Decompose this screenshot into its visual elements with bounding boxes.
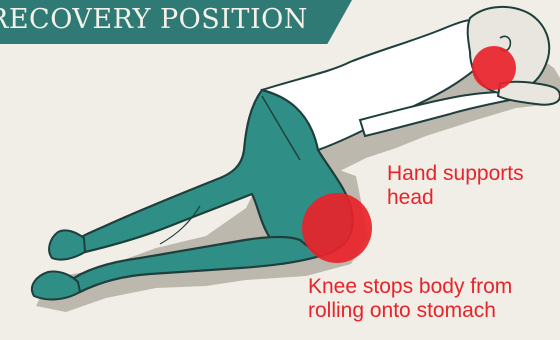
callout-hand-line-2: head — [387, 186, 524, 210]
callout-hand-line-1: Hand supports — [387, 162, 524, 186]
knee-highlight-marker — [302, 193, 372, 263]
hand-highlight-marker — [472, 46, 516, 90]
callout-knee-stops-body: Knee stops body from rolling onto stomac… — [308, 275, 512, 323]
callout-knee-line-1: Knee stops body from — [308, 275, 512, 299]
callout-hand-supports-head: Hand supports head — [387, 162, 524, 210]
front-foot — [49, 230, 85, 259]
callout-knee-line-2: rolling onto stomach — [308, 299, 512, 323]
